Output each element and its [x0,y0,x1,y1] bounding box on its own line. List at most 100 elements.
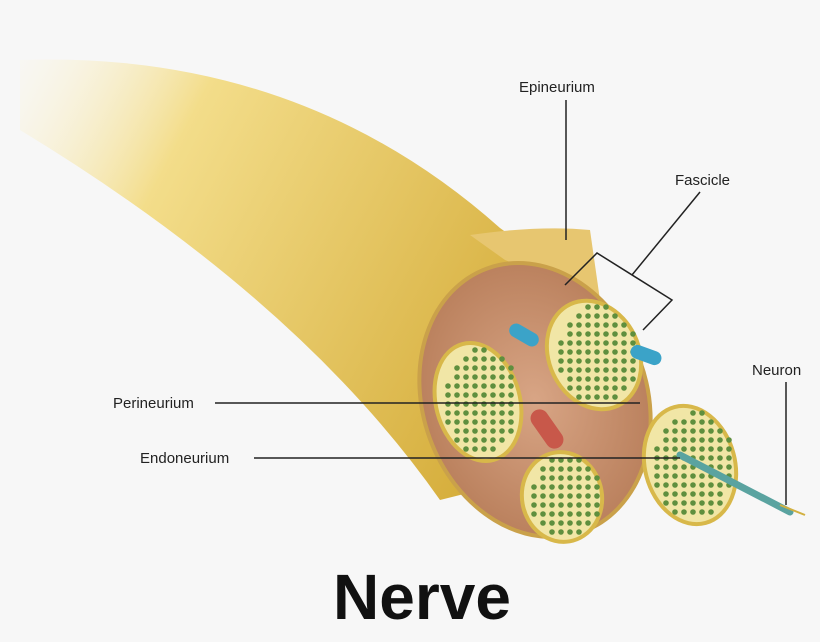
nerve-fiber-dot [567,466,573,472]
nerve-fiber-dot [540,493,546,499]
nerve-fiber-dot [490,365,496,371]
nerve-fiber-dot [540,502,546,508]
nerve-fiber-dot [654,464,660,470]
nerve-fiber-dot [454,401,460,407]
nerve-fiber-dot [567,475,573,481]
nerve-fiber-dot [558,466,564,472]
nerve-fiber-dot [576,349,582,355]
nerve-fiber-dot [531,511,537,517]
nerve-fiber-dot [490,383,496,389]
nerve-fiber-dot [472,419,478,425]
nerve-fiber-dot [558,475,564,481]
nerve-fiber-dot [481,401,487,407]
nerve-fiber-dot [472,392,478,398]
nerve-fiber-dot [508,383,514,389]
nerve-fiber-dot [672,491,678,497]
nerve-fiber-dot [654,446,660,452]
nerve-fiber-dot [490,356,496,362]
nerve-fiber-dot [463,374,469,380]
nerve-fiber-dot [558,349,564,355]
nerve-fiber-dot [499,401,505,407]
nerve-fiber-dot [445,392,451,398]
nerve-fiber-dot [576,376,582,382]
fascicle-label: Fascicle [675,172,731,189]
nerve-fiber-dot [567,340,573,346]
nerve-fiber-dot [603,331,609,337]
nerve-fiber-dot [612,394,618,400]
nerve-fiber-dot [594,340,600,346]
nerve-fiber-dot [499,383,505,389]
nerve-fiber-dot [708,455,714,461]
nerve-fiber-dot [621,349,627,355]
nerve-fiber-dot [540,466,546,472]
nerve-fiber-dot [576,466,582,472]
nerve-fiber-dot [576,385,582,391]
nerve-fiber-dot [699,500,705,506]
nerve-fiber-dot [585,385,591,391]
nerve-fiber-dot [654,473,660,479]
nerve-fiber-dot [576,502,582,508]
nerve-fiber-dot [681,500,687,506]
nerve-fiber-dot [612,358,618,364]
nerve-fiber-dot [454,383,460,389]
nerve-fiber-dot [594,385,600,391]
nerve-fiber-dot [481,374,487,380]
nerve-fiber-dot [540,520,546,526]
nerve-fiber-dot [508,374,514,380]
nerve-fiber-dot [567,529,573,535]
endoneurium-label: Endoneurium [140,450,230,467]
nerve-fiber-dot [549,529,555,535]
nerve-fiber-dot [603,322,609,328]
nerve-fiber-dot [672,428,678,434]
nerve-fiber-dot [508,392,514,398]
nerve-fiber-dot [454,410,460,416]
blood-vessel-blue-2 [630,344,662,366]
nerve-fiber-dot [490,410,496,416]
nerve-fiber-dot [472,446,478,452]
nerve-fiber-dot [672,419,678,425]
nerve-fiber-dot [463,446,469,452]
nerve-fiber-dot [508,428,514,434]
nerve-fiber-dot [490,428,496,434]
nerve-fiber-dot [612,349,618,355]
nerve-fiber-dot [531,493,537,499]
nerve-fiber-dot [663,482,669,488]
nerve-fiber-dot [594,511,600,517]
nerve-fiber-dot [490,437,496,443]
nerve-fiber-dot [585,394,591,400]
nerve-fiber-dot [454,374,460,380]
nerve-fiber-dot [558,502,564,508]
nerve-fiber-dot [663,437,669,443]
nerve-fiber-dot [681,419,687,425]
nerve-fiber-dot [612,385,618,391]
nerve-fiber-dot [594,367,600,373]
nerve-fiber-dot [621,376,627,382]
nerve-fiber-dot [481,392,487,398]
nerve-fiber-dot [699,491,705,497]
nerve-fiber-dot [603,376,609,382]
nerve-fiber-dot [594,376,600,382]
nerve-fiber-dot [481,446,487,452]
nerve-fiber-dot [699,419,705,425]
nerve-fiber-dot [603,367,609,373]
nerve-fiber-dot [594,394,600,400]
nerve-fiber-dot [576,529,582,535]
nerve-fiber-dot [463,383,469,389]
nerve-fiber-dot [612,331,618,337]
nerve-fiber-dot [508,419,514,425]
nerve-fiber-dot [490,374,496,380]
nerve-fiber-dot [630,376,636,382]
nerve-fiber-dot [463,437,469,443]
nerve-fiber-dot [558,484,564,490]
nerve-fiber-dot [454,419,460,425]
neuron-fiber [779,504,806,516]
nerve-fiber-dot [445,383,451,389]
nerve-fiber-dot [454,392,460,398]
nerve-fiber-dot [621,331,627,337]
nerve-fiber-dot [454,437,460,443]
nerve-fiber-dot [472,365,478,371]
nerve-fiber-dot [531,502,537,508]
nerve-fiber-dot [567,349,573,355]
nerve-fiber-dot [472,374,478,380]
